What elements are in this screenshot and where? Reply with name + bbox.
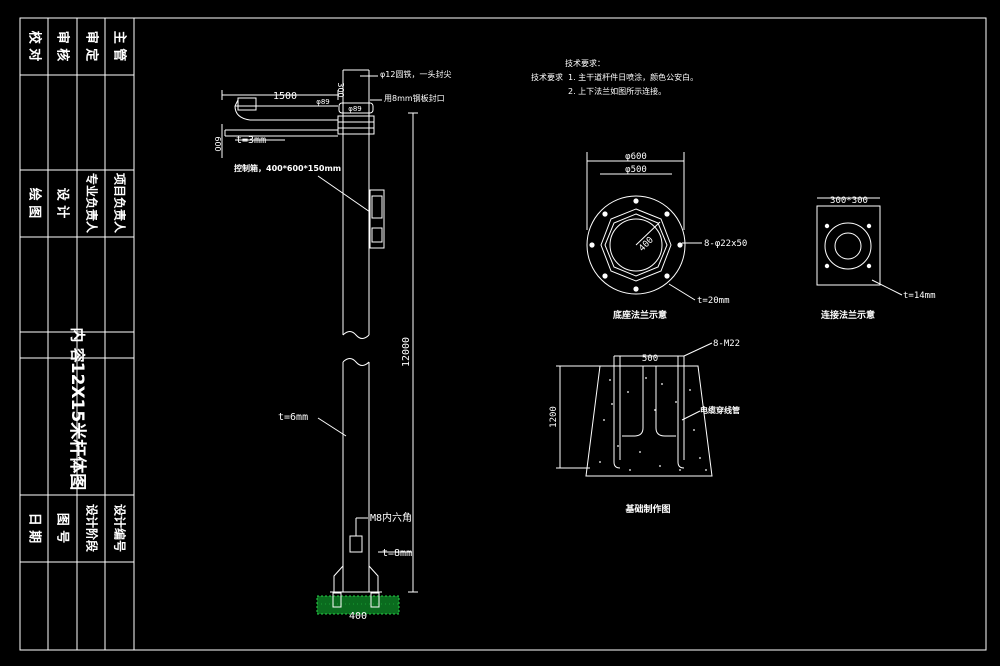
foundation-caption: 基础制作图: [624, 503, 670, 515]
pole-shaft-upper: [342, 70, 370, 335]
base-flange-caption: 底座法兰示意: [613, 309, 667, 321]
base-flange-thickness: t=20mm: [697, 296, 730, 306]
arm-clamp: [337, 115, 375, 135]
connect-flange-caption: 连接法兰示意: [821, 309, 875, 321]
connect-flange: 300*300 t=14mm 连接法兰示意: [816, 196, 936, 321]
note-item-2: 2. 上下法兰如图所示连接。: [568, 86, 666, 96]
dim-top: 300: [336, 82, 345, 97]
tb-drawing-title: 12X15米杆体图: [67, 362, 88, 490]
tb-checker-label: 校 对: [27, 31, 43, 62]
tb-project-lead-label: 项目负责人: [113, 173, 128, 234]
control-box-label: 控制箱，400*600*150mm: [234, 163, 341, 173]
tb-design-stage-label: 设计阶段: [85, 504, 100, 553]
hand-hole-label: M8内六角: [370, 511, 412, 524]
base-flange: φ600 φ500 400 8-φ22x50 t=20mm 底座法兰示意: [586, 152, 747, 321]
base-flange-outer-dim: φ600: [625, 152, 647, 162]
rib-thickness-label: t=8mm: [382, 548, 412, 559]
hand-hole: [349, 535, 363, 553]
connect-flange-thickness: t=14mm: [903, 291, 936, 301]
tb-design-no-label: 设计编号: [113, 504, 128, 552]
base-flange-inner-dim: φ500: [625, 165, 647, 175]
tb-content-header: 内 容: [69, 327, 87, 362]
dim-base-width: 400: [349, 611, 367, 622]
cap-note: 用8mm钢板封口: [384, 93, 445, 103]
tb-date-label: 日 期: [27, 513, 42, 544]
control-box: [369, 189, 385, 249]
pole-shaft-lower: [342, 362, 370, 592]
tb-discipline-lead-label: 专业负责人: [85, 173, 100, 234]
tb-drafter-label: 绘 图: [27, 188, 43, 219]
drawing-frame: [19, 17, 987, 651]
dim-drop-height: 600: [213, 136, 222, 151]
dim-arm-length: 1500: [273, 91, 297, 102]
foundation-bolts: 8-M22: [713, 339, 740, 349]
foundation-spacing: 500: [642, 354, 658, 364]
foundation: 500 8-M22 1200 电缆穿线管 基础制作图: [549, 339, 740, 515]
dim-arm-pipe: φ89: [316, 98, 330, 106]
wall-thickness-label: t=6mm: [278, 412, 308, 423]
dim-pole-height: 12000: [401, 337, 412, 367]
tb-designer-label: 设 计: [55, 188, 71, 219]
tb-drawing-no-label: 图 号: [55, 513, 70, 544]
notes-heading: 技术要求：: [565, 58, 605, 68]
base-ribs: [333, 565, 379, 592]
note-item-1: 1. 主干道杆件日喷涂，颜色公安白。: [568, 72, 698, 82]
base-flange-holes: 8-φ22x50: [704, 239, 747, 249]
cross-arm: [234, 105, 338, 121]
tb-reviewer-label: 审 核: [55, 31, 71, 62]
pole-elevation: 1500 φ89 φ89 600 300 t=3mm φ12圆铁，一头封尖 用8…: [213, 69, 451, 622]
technical-notes: 技术要求 技术要求： 1. 主干道杆件日喷涂，颜色公安白。 2. 上下法兰如图所…: [531, 58, 698, 96]
arm-thickness-label: t=3mm: [236, 135, 266, 146]
dim-arm-pipe-2: φ89: [348, 105, 362, 113]
pole-break-top: [342, 331, 370, 339]
connect-flange-size: 300*300: [830, 196, 868, 206]
base-flange-bolt-circle: 400: [637, 235, 656, 254]
pole-break-bottom: [342, 358, 370, 366]
tb-approver-label: 审 定: [84, 31, 100, 62]
title-block: 校 对 审 核 审 定 主 管 绘 图 设 计 专业负责人 项目负责人 内 容 …: [19, 17, 135, 651]
notes-label: 技术要求: [531, 72, 563, 82]
top-note: φ12圆铁，一头封尖: [380, 69, 451, 79]
foundation-conduit: 电缆穿线管: [700, 405, 740, 415]
foundation-depth: 1200: [549, 406, 559, 428]
tb-manager-label: 主 管: [112, 31, 128, 62]
